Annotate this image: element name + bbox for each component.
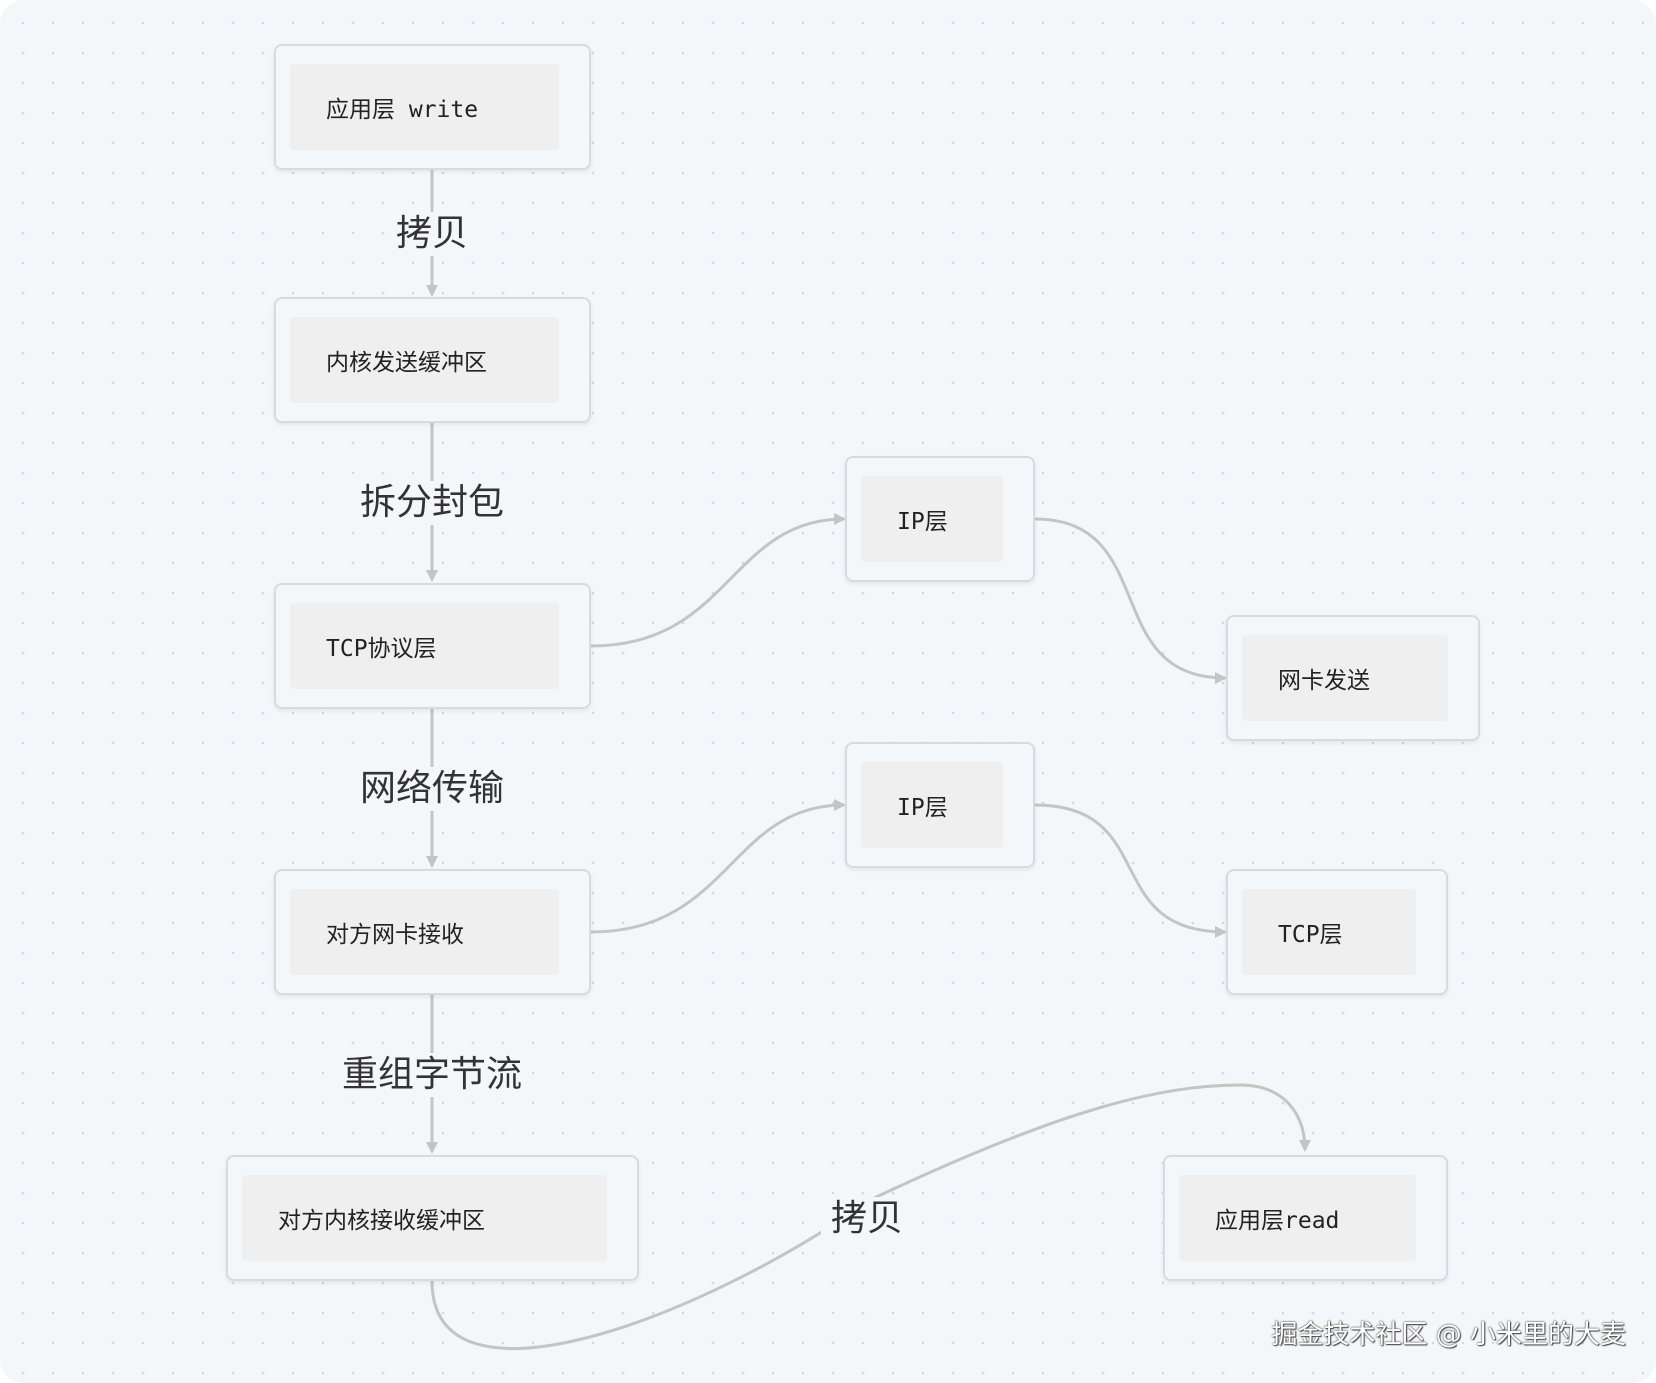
- edge-label-copy: 拷贝: [385, 212, 479, 256]
- node-label: 网卡发送: [1242, 635, 1448, 721]
- node-ip-send[interactable]: IP层: [845, 456, 1035, 582]
- edge-label-split-packet: 拆分封包: [349, 481, 515, 525]
- node-nic-send[interactable]: 网卡发送: [1226, 615, 1480, 741]
- node-tcp-protocol[interactable]: TCP协议层: [274, 583, 591, 709]
- edge-tcp-to-ip-send: [590, 513, 846, 648]
- edge-peer-kernel-to-app-read: [430, 1083, 1311, 1351]
- node-peer-nic-receive[interactable]: 对方网卡接收: [274, 869, 591, 995]
- node-ip-receive[interactable]: IP层: [845, 742, 1035, 868]
- edge-ip-receive-to-tcp: [1034, 803, 1227, 938]
- node-label: TCP层: [1242, 889, 1416, 975]
- node-label: 应用层 write: [290, 64, 559, 150]
- node-peer-kernel-receive-buffer[interactable]: 对方内核接收缓冲区: [226, 1155, 639, 1281]
- edge-ip-send-to-nic: [1034, 517, 1227, 684]
- edge-label-copy-to-app: 拷贝: [820, 1197, 914, 1241]
- node-label: TCP协议层: [290, 603, 559, 689]
- edge-label-reassemble-stream: 重组字节流: [331, 1053, 533, 1097]
- node-label: 应用层read: [1179, 1175, 1416, 1261]
- node-label: 对方内核接收缓冲区: [242, 1175, 607, 1261]
- node-kernel-send-buffer[interactable]: 内核发送缓冲区: [274, 297, 591, 423]
- node-app-read[interactable]: 应用层read: [1163, 1155, 1448, 1281]
- watermark: 掘金技术社区 @ 小米里的大麦: [1271, 1320, 1626, 1350]
- node-label: 对方网卡接收: [290, 889, 559, 975]
- node-label: 内核发送缓冲区: [290, 317, 559, 403]
- node-label: IP层: [861, 762, 1003, 848]
- edge-peer-nic-to-ip-receive: [590, 799, 846, 934]
- node-app-write[interactable]: 应用层 write: [274, 44, 591, 170]
- node-label: IP层: [861, 476, 1003, 562]
- node-tcp-receive[interactable]: TCP层: [1226, 869, 1448, 995]
- edge-label-network-transfer: 网络传输: [349, 767, 515, 811]
